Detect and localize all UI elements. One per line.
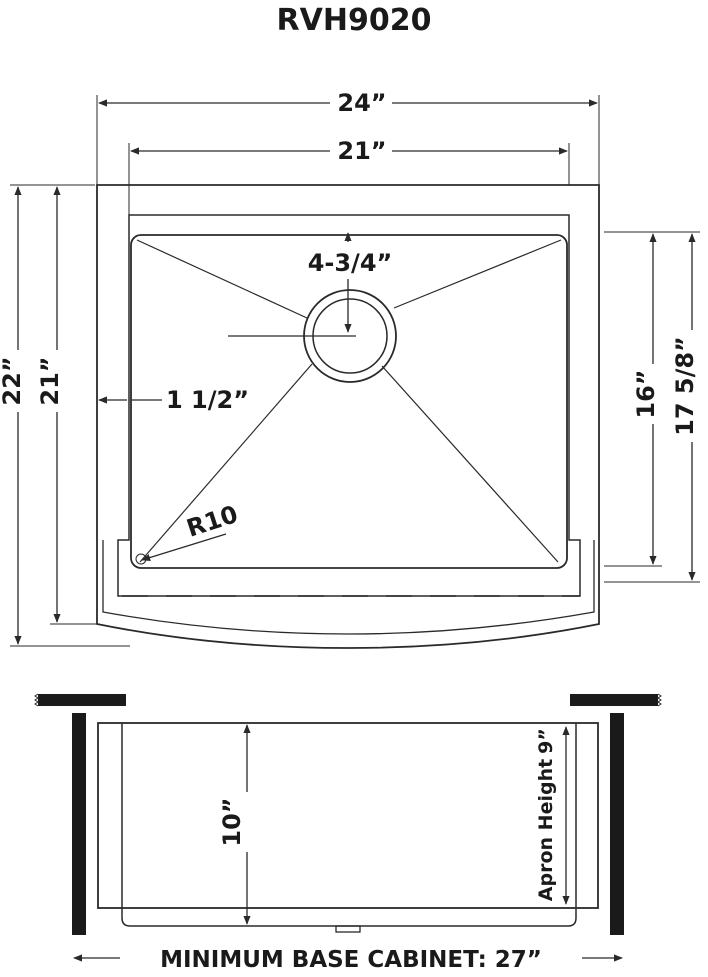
countertop-right [570,694,658,706]
corner-radius-label: R10 [183,500,241,543]
overall-depth-label: 22” [0,356,26,405]
cabinet-wall-right [610,713,624,935]
rim-width-label: 1 1/2” [166,386,249,414]
inner-depth-label: 21” [36,356,64,405]
min-cabinet-label: MINIMUM BASE CABINET: 27” [160,947,542,973]
countertop-left [38,694,126,706]
apron-height-label: Apron Height [535,759,557,901]
corner-radius-leader [141,533,227,562]
sink-front-body [97,722,599,909]
bowl-height-label: 10” [218,797,246,846]
front-view: 10” 9” Apron Height MINIMUM BASE CABINET… [34,693,662,973]
overall-width-label: 24” [337,89,386,117]
sink-outer-outline [96,184,600,649]
model-title: RVH9020 [277,3,432,38]
top-view: 24” 21” 4-3/4” 1 1/2” [0,89,700,649]
side-depth-label: 17 5/8” [671,336,699,436]
bowl-width-label: 21” [337,137,386,165]
drain-offset-label: 4-3/4” [308,249,393,277]
bowl-depth-label: 16” [632,369,660,418]
apron-height-value: 9” [535,728,557,754]
cabinet-wall-left [72,713,86,935]
